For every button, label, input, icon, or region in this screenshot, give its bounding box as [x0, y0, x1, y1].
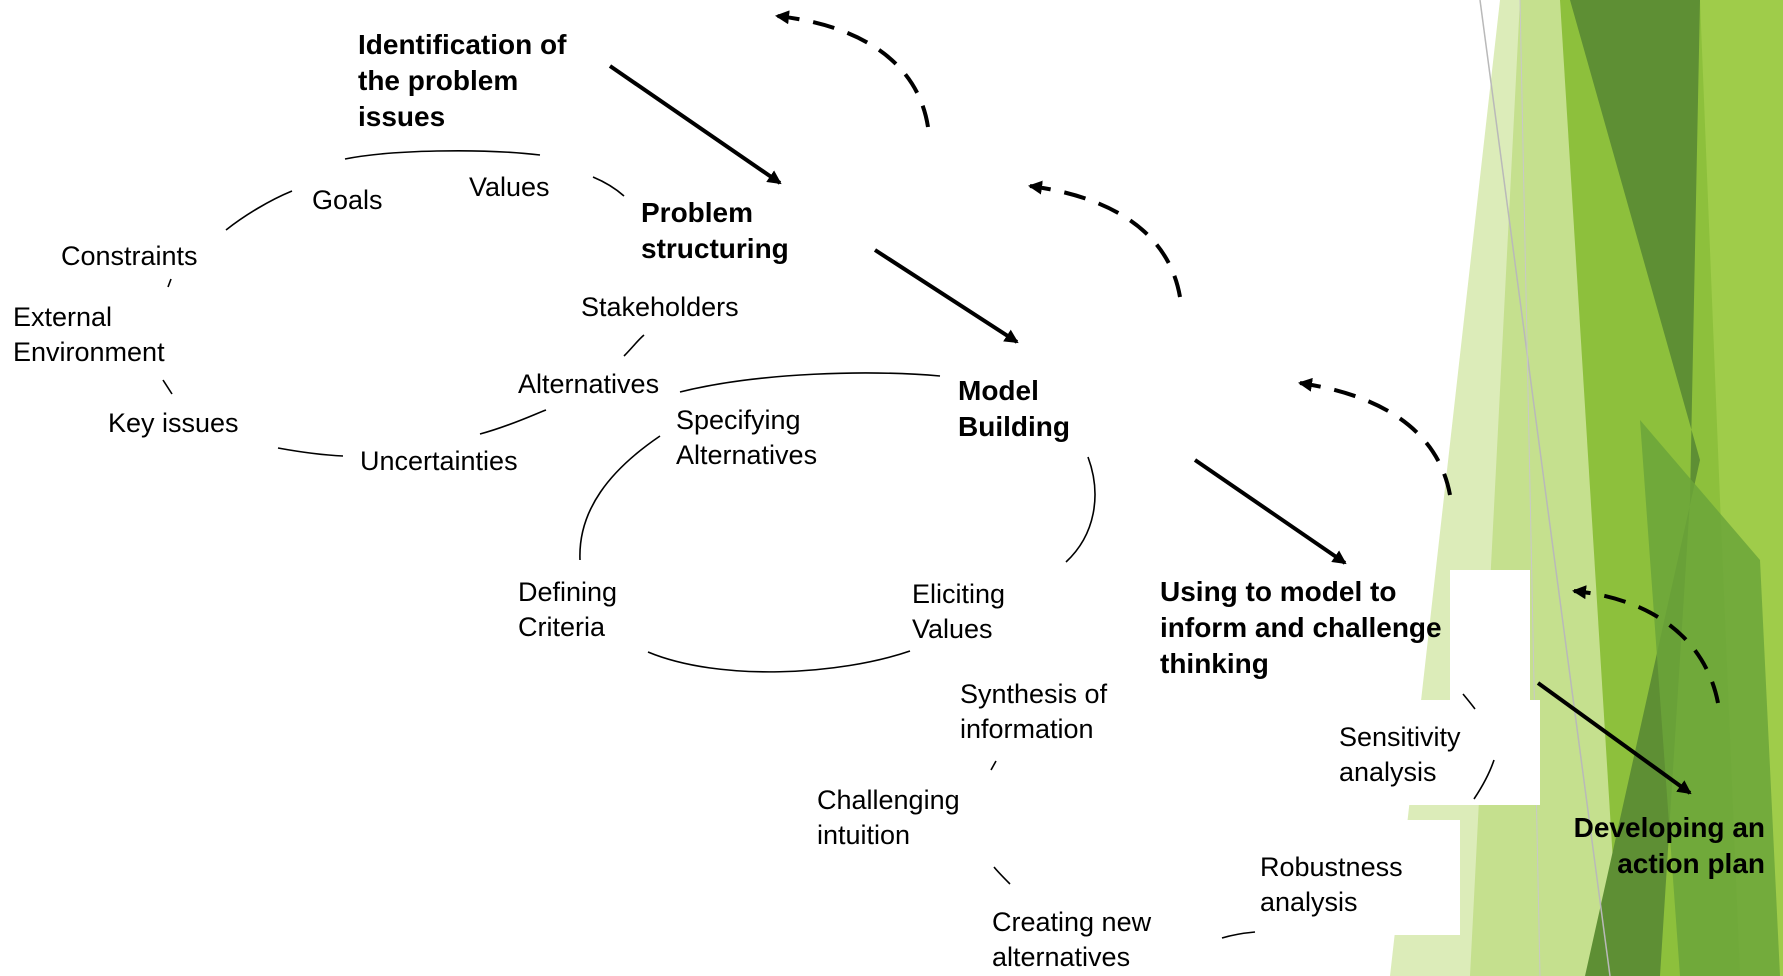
feedback-arrow-1 — [775, 10, 930, 128]
arc-synthesis-challenging — [990, 760, 997, 771]
label-creating: Creating new alternatives — [992, 907, 1152, 972]
arc-challenging-creating — [993, 866, 1011, 885]
arc-robustness-sensitivity — [1473, 759, 1495, 800]
structuring-cycle-arcs — [162, 149, 645, 457]
label-uncertainties: Uncertainties — [360, 446, 518, 476]
label-values: Values — [469, 172, 550, 202]
label-challenging: Challenging intuition — [817, 785, 960, 850]
arc-defining-specifying — [579, 435, 661, 561]
label-alternatives: Alternatives — [518, 369, 660, 399]
arrow-identification-to-structuring — [608, 64, 782, 185]
arc-constraints-external — [167, 278, 172, 288]
arc-values-structuring — [592, 176, 625, 197]
arrow-model-to-using — [1193, 458, 1347, 565]
model-cycle-arcs — [579, 372, 1096, 673]
label-goals: Goals — [312, 185, 383, 215]
arc-alternatives-stakeholders — [623, 334, 645, 357]
arc-model-eliciting — [1065, 456, 1096, 563]
label-sensitivity: Sensitivity analysis — [1339, 722, 1461, 787]
label-eliciting-values: Eliciting Values — [912, 579, 1006, 644]
feedback-arrow-3 — [1298, 377, 1452, 496]
arc-uncertainties-alternatives — [479, 409, 547, 435]
stage-model-building: Model Building — [958, 375, 1070, 442]
stage-using-model: Using to model to inform and challenge t… — [1160, 576, 1442, 679]
label-key-issues: Key issues — [108, 408, 239, 438]
label-specifying-alternatives: Specifying Alternatives — [676, 405, 818, 470]
arc-goals-values — [344, 149, 541, 160]
arc-eliciting-defining — [647, 650, 911, 673]
arc-constraints-goals — [225, 190, 293, 231]
arc-sensitivity-using — [1462, 693, 1476, 710]
stage-action-plan: Developing an action plan — [1573, 812, 1765, 879]
arrow-structuring-to-model — [873, 248, 1019, 344]
green-band-deep — [1640, 420, 1780, 976]
label-defining-criteria: Defining Criteria — [518, 577, 618, 642]
divider-line-2 — [1519, 0, 1541, 976]
using-cycle-arcs — [990, 693, 1495, 939]
divider-line — [1479, 0, 1611, 976]
patch-sensitivity — [1300, 700, 1540, 805]
label-external-environment: External Environment — [13, 302, 165, 367]
feedback-arrow-4 — [1572, 585, 1720, 704]
label-constraints: Constraints — [61, 241, 198, 271]
stage-structuring: Problem structuring — [641, 197, 789, 264]
arc-external-keyissues — [162, 379, 173, 395]
arc-keyissues-uncertainties — [277, 447, 344, 457]
patch-robustness — [1240, 820, 1460, 935]
arrow-using-to-action — [1536, 681, 1692, 795]
label-stakeholders: Stakeholders — [581, 292, 739, 322]
label-robustness: Robustness analysis — [1260, 852, 1403, 917]
label-synthesis: Synthesis of information — [960, 679, 1108, 744]
arc-specifying-model — [679, 372, 941, 393]
arc-creating-robustness — [1221, 931, 1256, 939]
patch-using — [1450, 570, 1530, 700]
feedback-arrow-2 — [1028, 180, 1182, 298]
stage-identification: Identification of the problem issues — [358, 29, 567, 132]
